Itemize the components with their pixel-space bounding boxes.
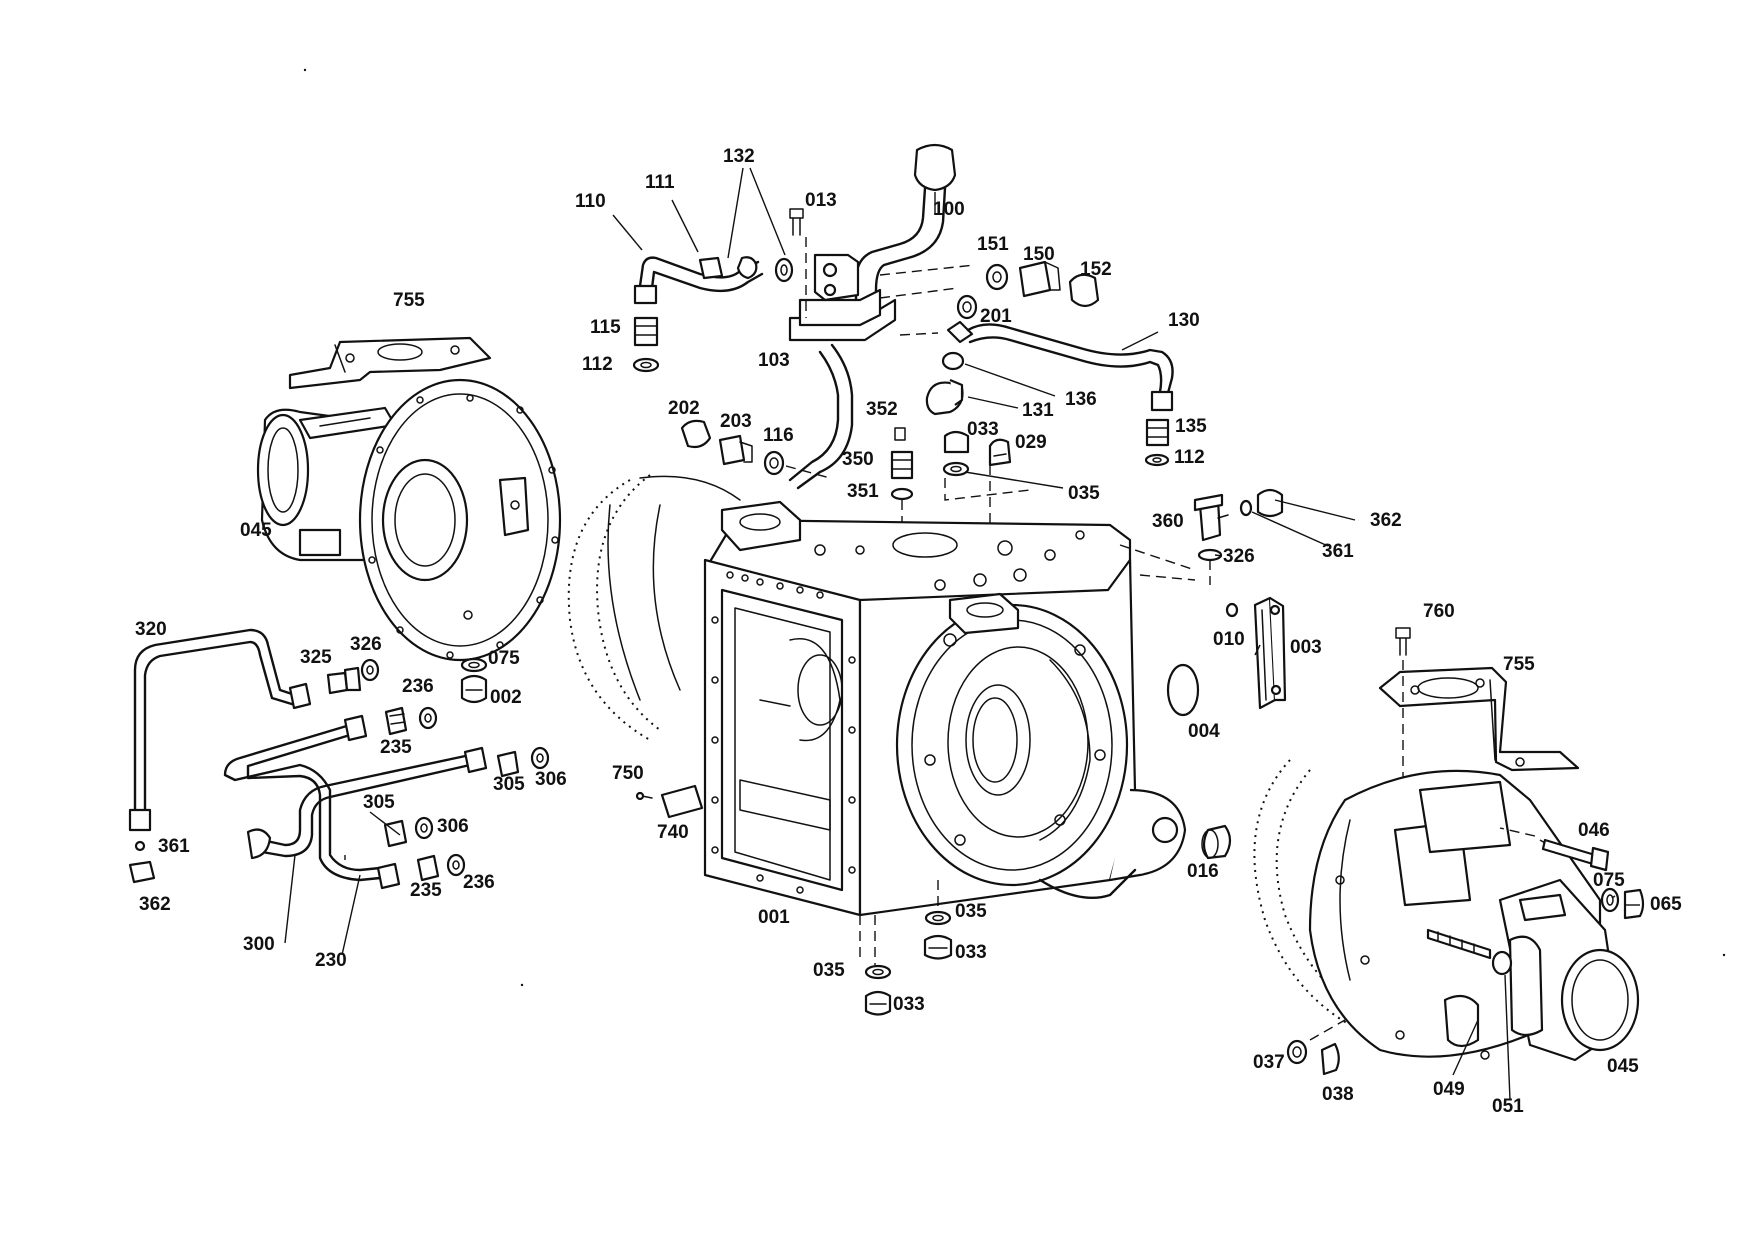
part-label-100: 100 [933,199,965,220]
right-bell-housing [1253,627,1645,1076]
part-label-760: 760 [1423,601,1455,622]
part-label-361-right: 361 [1322,541,1354,562]
part-label-002: 002 [490,687,522,708]
bottom-plugs [635,784,953,1016]
part-label-035-top: 035 [1068,483,1100,504]
part-label-352: 352 [866,399,898,420]
part-label-115: 115 [590,317,621,338]
part-label-326-right: 326 [1223,546,1255,567]
callout-labels: 100 013 132 111 110 151 150 152 201 130 … [135,146,1682,1117]
part-label-326-left: 326 [350,634,382,655]
part-label-320: 320 [135,619,167,640]
part-label-075-right: 075 [1593,870,1625,891]
part-label-203: 203 [720,411,752,432]
part-label-004: 004 [1188,721,1220,742]
part-label-362-left: 362 [139,894,171,915]
part-label-300: 300 [243,934,275,955]
part-label-235-bottom: 235 [410,880,442,901]
part-label-029: 029 [1015,432,1047,453]
part-label-130: 130 [1168,310,1200,331]
part-label-136: 136 [1065,389,1097,410]
part-label-003: 003 [1290,637,1322,658]
part-label-755-left: 755 [393,290,425,311]
part-label-151: 151 [977,234,1009,255]
part-label-306-bottom: 306 [437,816,469,837]
part-label-305-right: 305 [493,774,525,795]
part-label-013: 013 [805,190,837,211]
part-label-037: 037 [1253,1052,1285,1073]
part-label-010: 010 [1213,629,1245,650]
part-label-038: 038 [1322,1084,1354,1105]
left-bell-housing [256,336,562,704]
part-label-116: 116 [763,425,794,446]
part-label-236-bottom: 236 [463,872,495,893]
part-label-111: 111 [645,172,675,193]
part-label-112-left: 112 [582,354,613,375]
part-label-001: 001 [758,907,790,928]
part-label-755-right: 755 [1503,654,1535,675]
part-label-045-right: 045 [1607,1056,1639,1077]
part-label-065: 065 [1650,894,1682,915]
part-label-016: 016 [1187,861,1219,882]
main-housing [567,474,1196,960]
part-label-202: 202 [668,398,700,419]
part-label-135: 135 [1175,416,1207,437]
part-label-046: 046 [1578,820,1610,841]
part-label-306-top: 306 [535,769,567,790]
part-label-033-bottom: 033 [893,994,925,1015]
part-label-325: 325 [300,647,332,668]
part-label-201: 201 [980,306,1012,327]
part-label-103: 103 [758,350,790,371]
part-label-075-left: 075 [488,648,520,669]
part-label-045-left: 045 [240,520,272,541]
part-label-051: 051 [1492,1096,1524,1117]
part-label-033-top: 033 [967,419,999,440]
scan-specks [303,68,1726,987]
part-label-230: 230 [315,950,347,971]
part-label-035-middle: 035 [955,901,987,922]
part-label-740: 740 [657,822,689,843]
side-parts [1166,596,1287,860]
tee-fitting [1193,488,1284,585]
upper-fittings [680,419,1031,570]
part-label-235-top: 235 [380,737,412,758]
part-label-360: 360 [1152,511,1184,532]
part-label-362-right: 362 [1370,510,1402,531]
part-label-236-top: 236 [402,676,434,697]
part-label-049: 049 [1433,1079,1465,1100]
part-label-150: 150 [1023,244,1055,265]
breather-pipe-assembly [632,143,1174,490]
part-label-750: 750 [612,763,644,784]
part-label-033-middle: 033 [955,942,987,963]
part-label-350: 350 [842,449,874,470]
part-label-132: 132 [723,146,755,167]
leader-lines [284,167,1640,1101]
part-label-112-right: 112 [1174,447,1205,468]
part-label-361-left: 361 [158,836,190,857]
part-label-351: 351 [847,481,879,502]
part-label-305-left: 305 [363,792,395,813]
part-label-035-bottom: 035 [813,960,845,981]
part-label-131: 131 [1022,400,1054,421]
part-label-110: 110 [575,191,606,212]
left-pipe-set [128,628,550,890]
part-label-152: 152 [1080,259,1112,280]
